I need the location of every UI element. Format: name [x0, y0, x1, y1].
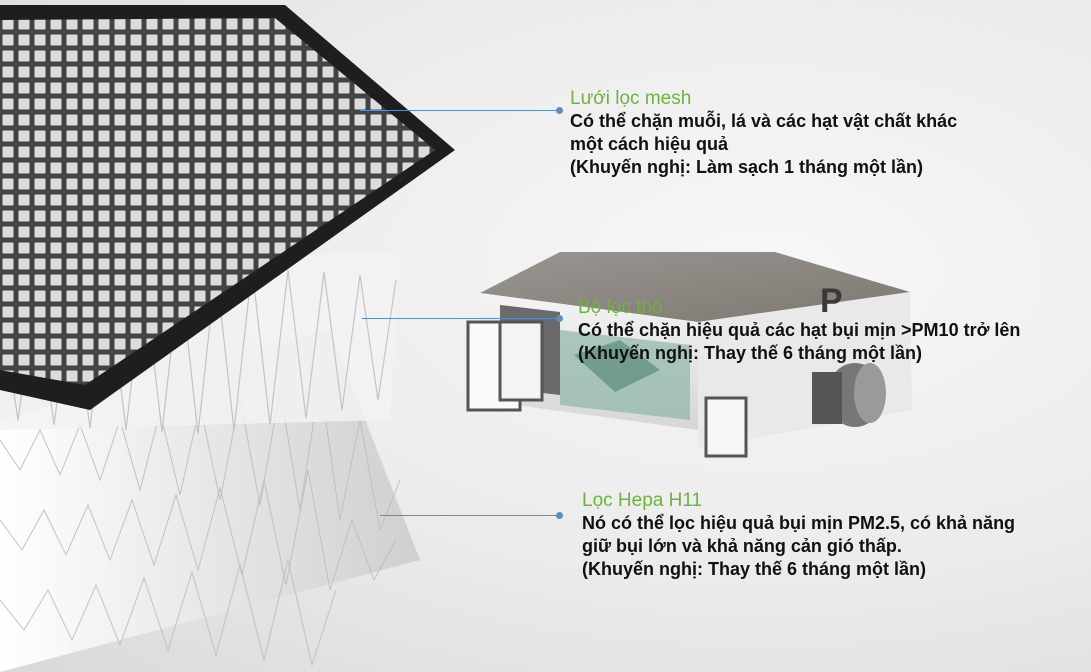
device-logo: P [820, 282, 843, 320]
mesh-desc-line: một cách hiệu quả [570, 134, 729, 154]
coarse-leader-dot [556, 315, 563, 322]
hepa-leader-line [380, 515, 560, 516]
hepa-desc-line: giữ bụi lớn và khả năng cản gió thấp. [582, 536, 902, 556]
mesh-desc-line: Có thể chặn muỗi, lá và các hạt vật chất… [570, 111, 958, 131]
coarse-callout: Bộ lọc thô Có thể chặn hiệu quả các hạt … [578, 297, 1020, 365]
hepa-title: Lọc Hepa H11 [582, 490, 703, 511]
mesh-callout: Lưới lọc mesh Có thể chặn muỗi, lá và cá… [570, 88, 957, 179]
hepa-desc-line: Nó có thể lọc hiệu quả bụi mịn PM2.5, có… [582, 513, 1016, 533]
coarse-recommendation: (Khuyến nghị: Thay thế 6 tháng một lần) [578, 343, 922, 363]
coarse-title: Bộ lọc thô [578, 297, 663, 318]
coarse-leader-line [362, 318, 562, 319]
mesh-leader-line [360, 110, 560, 111]
ventilation-unit: P [466, 252, 912, 458]
mesh-leader-dot [556, 107, 563, 114]
hepa-recommendation: (Khuyến nghị: Thay thế 6 tháng một lần) [582, 559, 926, 579]
hepa-leader-dot [556, 512, 563, 519]
hepa-callout: Lọc Hepa H11 Nó có thể lọc hiệu quả bụi … [582, 490, 1015, 581]
mesh-filter [0, 5, 455, 410]
mesh-recommendation: (Khuyến nghị: Làm sạch 1 tháng một lần) [570, 157, 924, 177]
mesh-title: Lưới lọc mesh [570, 88, 692, 109]
coarse-desc-line: Có thể chặn hiệu quả các hạt bụi mịn >PM… [578, 320, 1021, 340]
